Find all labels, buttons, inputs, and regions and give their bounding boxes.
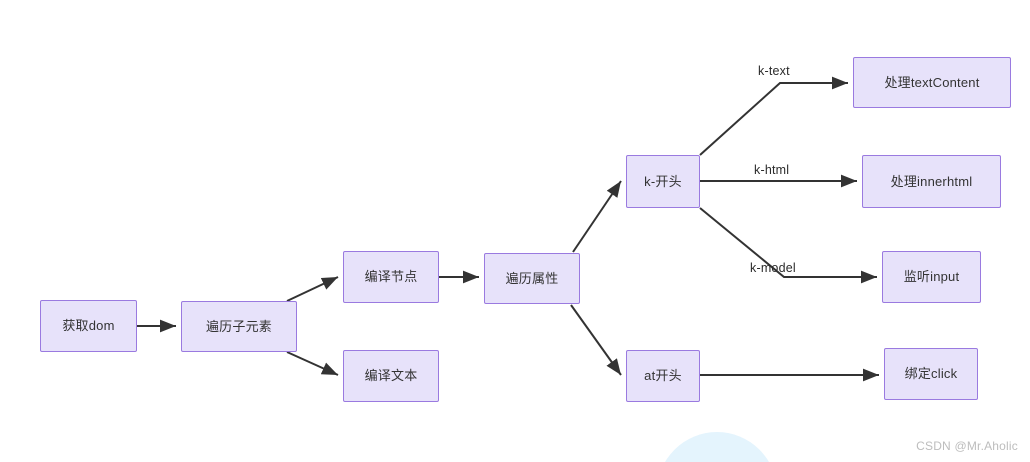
node-at-prefix[interactable]: at开头 — [626, 350, 700, 402]
edge-label-k-html: k-html — [754, 163, 790, 177]
edge-walk-children-to-compile-node — [286, 276, 339, 302]
node-compile-text[interactable]: 编译文本 — [343, 350, 439, 402]
edge-k-prefix-to-handle-text — [699, 76, 848, 156]
edge-walk-children-to-compile-text — [286, 351, 339, 376]
node-label: 监听input — [903, 269, 960, 285]
edge-walk-attrs-to-k-prefix — [572, 180, 622, 253]
node-label: 处理textContent — [884, 74, 980, 90]
node-label: 绑定click — [904, 366, 958, 382]
edge-label-k-text: k-text — [758, 64, 790, 78]
node-label: 编译文本 — [364, 368, 418, 384]
node-bind-click[interactable]: 绑定click — [884, 348, 978, 400]
node-k-prefix[interactable]: k-开头 — [626, 155, 700, 208]
watermark: CSDN @Mr.Aholic — [916, 439, 1018, 453]
node-label: 遍历属性 — [505, 270, 559, 286]
node-walk-children[interactable]: 遍历子元素 — [181, 301, 297, 352]
edge-walk-attrs-to-at-prefix — [570, 304, 622, 376]
node-walk-attributes[interactable]: 遍历属性 — [484, 253, 580, 304]
node-label: 遍历子元素 — [205, 318, 272, 334]
edge-label-k-model: k-model — [750, 261, 796, 275]
node-label: 处理innerhtml — [890, 173, 973, 189]
node-label: at开头 — [644, 368, 682, 384]
node-compile-node[interactable]: 编译节点 — [343, 251, 439, 303]
node-label: 编译节点 — [364, 269, 418, 285]
node-get-dom[interactable]: 获取dom — [40, 300, 137, 352]
node-handle-innerhtml[interactable]: 处理innerhtml — [862, 155, 1001, 208]
node-handle-textcontent[interactable]: 处理textContent — [853, 57, 1011, 108]
node-label: 获取dom — [62, 318, 115, 334]
node-listen-input[interactable]: 监听input — [882, 251, 981, 303]
edge-k-prefix-to-listen-input — [699, 207, 877, 284]
node-label: k-开头 — [644, 173, 682, 189]
